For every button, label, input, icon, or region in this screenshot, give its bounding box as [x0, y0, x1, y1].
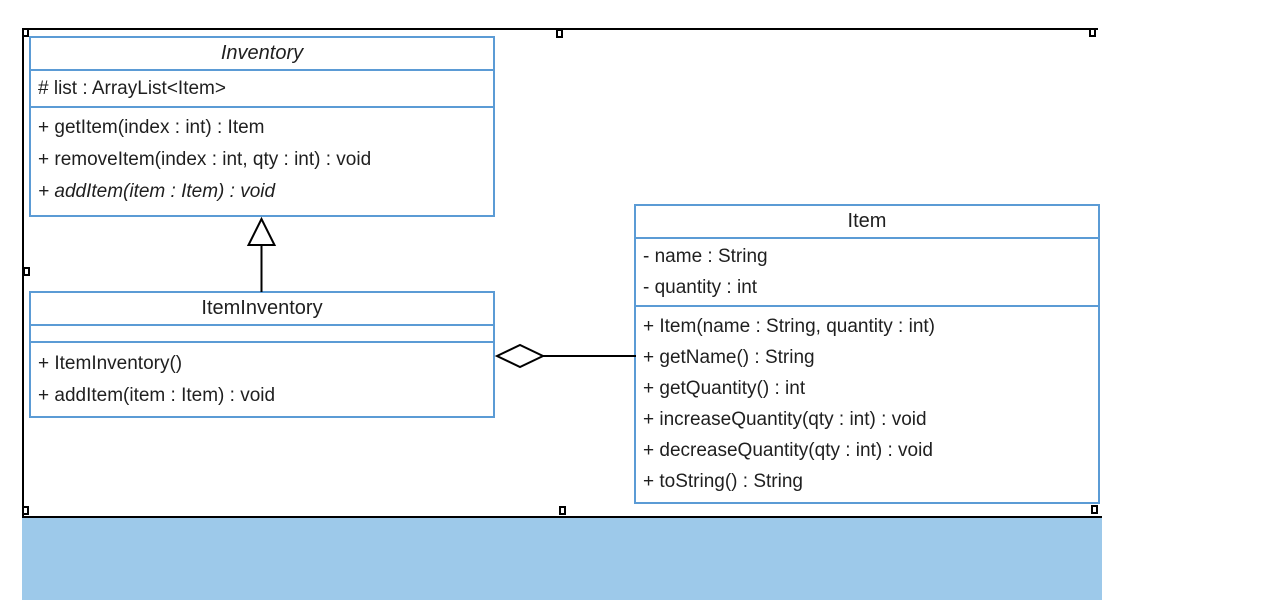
class-box-iteminventory[interactable]: ItemInventory + ItemInventory() + addIte… [29, 291, 495, 418]
class-title: Inventory [31, 38, 493, 71]
method-row: + removeItem(index : int, qty : int) : v… [38, 149, 372, 170]
method-row: + addItem(item : Item) : void [38, 181, 276, 202]
attribute-row: - quantity : int [643, 277, 758, 298]
resize-handle-top-right[interactable] [1089, 28, 1096, 37]
method-row: + getQuantity() : int [643, 378, 806, 399]
class-box-item[interactable]: Item - name : String - quantity : int + … [634, 204, 1100, 504]
attribute-row: - name : String [643, 246, 768, 267]
method-row: + increaseQuantity(qty : int) : void [643, 409, 927, 430]
method-row: + addItem(item : Item) : void [38, 385, 276, 406]
empty-attributes-section [31, 326, 493, 343]
aggregation-diamond-icon[interactable] [494, 343, 546, 369]
resize-handle-top-left[interactable] [22, 28, 29, 37]
resize-handle-bottom-middle[interactable] [559, 506, 566, 515]
method-row: + toString() : String [643, 471, 803, 492]
generalization-triangle-icon[interactable] [246, 216, 277, 246]
resize-handle-bottom-left[interactable] [22, 506, 29, 515]
method-row: + ItemInventory() [38, 353, 183, 374]
resize-handle-bottom-right[interactable] [1091, 505, 1098, 514]
method-row: + getName() : String [643, 347, 815, 368]
class-title: Item [636, 206, 1098, 239]
canvas-border-bottom [22, 516, 1102, 518]
class-title: ItemInventory [31, 293, 493, 326]
highlight-rectangle[interactable] [22, 518, 1102, 600]
resize-handle-top-middle[interactable] [556, 29, 563, 38]
class-box-inventory[interactable]: Inventory # list : ArrayList<Item> + get… [29, 36, 495, 217]
attribute-row: # list : ArrayList<Item> [38, 77, 226, 99]
method-row: + Item(name : String, quantity : int) [643, 316, 935, 337]
resize-handle-left-middle[interactable] [23, 267, 30, 276]
method-row: + getItem(index : int) : Item [38, 117, 265, 138]
method-row: + decreaseQuantity(qty : int) : void [643, 440, 933, 461]
